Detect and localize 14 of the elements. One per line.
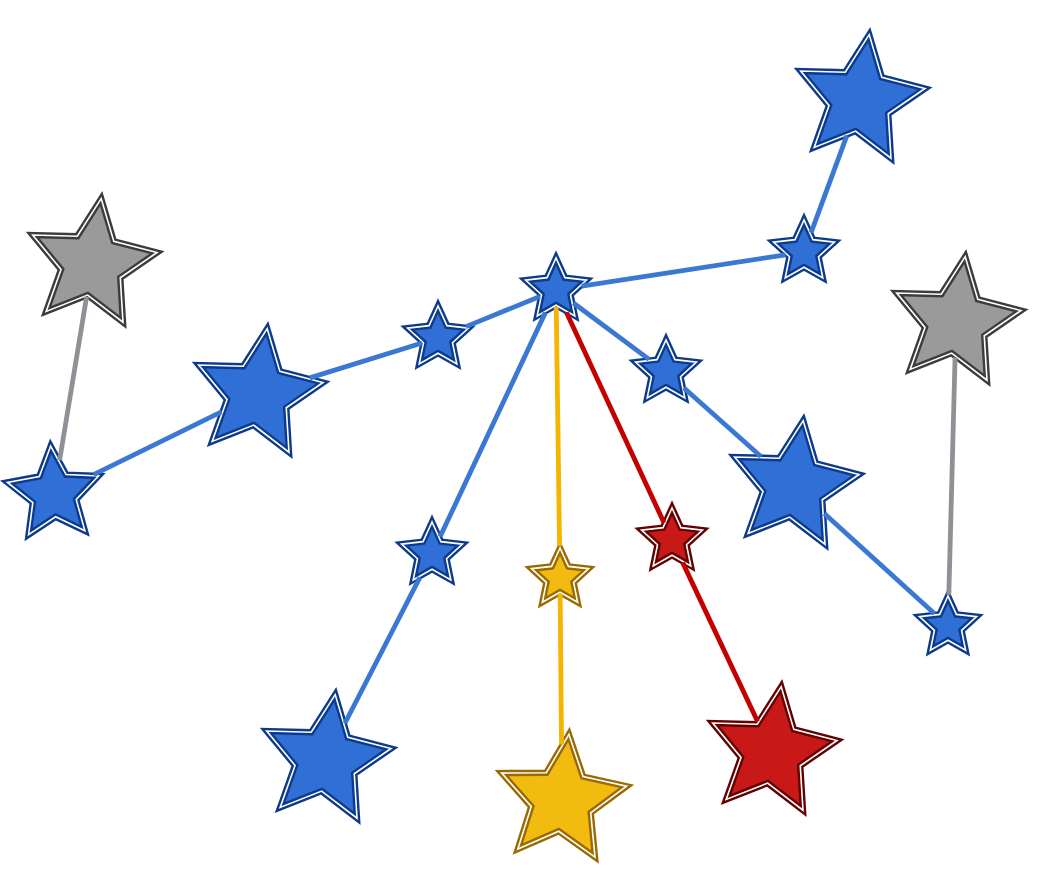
connector-line [808, 135, 850, 234]
connector-line [465, 294, 541, 329]
connector-line [946, 357, 958, 595]
connector-line [92, 409, 223, 477]
connector-line [682, 386, 763, 459]
connector-line [581, 252, 786, 289]
connector-line [564, 311, 667, 524]
connector-line [571, 301, 651, 362]
connector-line [57, 296, 89, 461]
connector-line [437, 311, 548, 538]
connector-line [342, 576, 423, 725]
connector-line [553, 306, 562, 547]
connector-line [680, 561, 760, 723]
connector-line [822, 511, 937, 616]
